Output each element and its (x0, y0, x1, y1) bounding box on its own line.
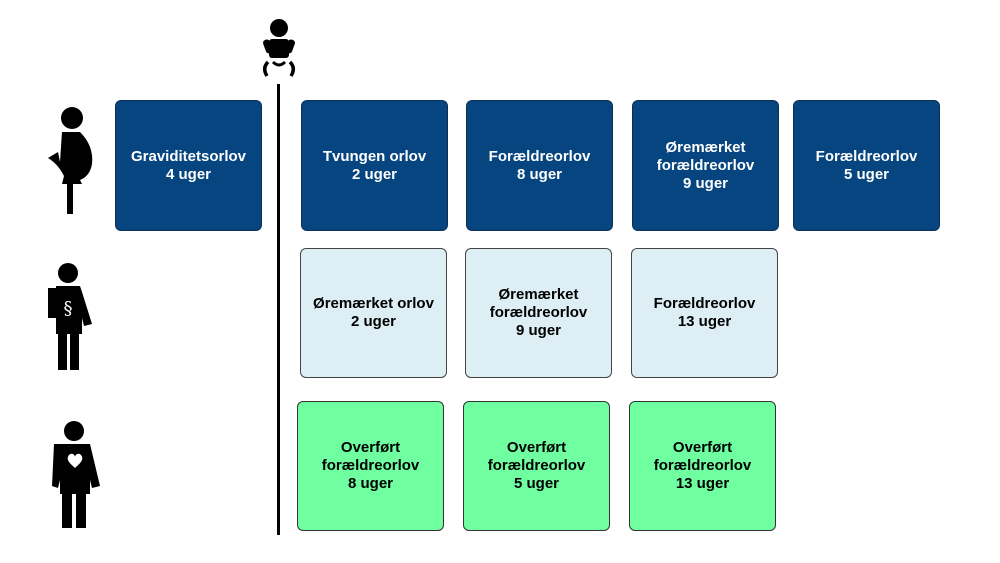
leave-box-partner-oeremaerket-orlov: Øremærket orlov 2 uger (300, 248, 447, 378)
leave-box-tvungen-orlov: Tvungen orlov 2 uger (301, 100, 448, 231)
box-label: Overført (340, 439, 401, 456)
box-label: Overført (506, 439, 567, 456)
box-duration: 2 uger (350, 313, 396, 330)
box-duration: 2 uger (351, 165, 397, 183)
baby-icon (259, 18, 299, 80)
box-duration: 13 uger (675, 475, 730, 492)
box-duration: 13 uger (677, 313, 732, 330)
pregnant-woman-icon (44, 106, 96, 216)
box-duration: 8 uger (516, 165, 562, 183)
leave-box-mother-foraeldreorlov-8: Forældreorlov 8 uger (466, 100, 613, 231)
box-label: Øremærket orlov (313, 295, 434, 312)
box-label: Forældreorlov (653, 295, 756, 312)
box-duration: 4 uger (165, 165, 211, 183)
box-label-2: forældreorlov (656, 156, 755, 174)
box-label: Forældreorlov (488, 147, 591, 165)
leave-box-partner-oeremaerket-foraeldreorlov: Øremærket forældreorlov 9 uger (465, 248, 612, 378)
box-duration: 5 uger (513, 475, 559, 492)
box-label-2: forældreorlov (321, 457, 420, 474)
svg-text:§: § (64, 298, 73, 319)
leave-box-transferred-5: Overført forældreorlov 5 uger (463, 401, 610, 531)
leave-box-mother-foraeldreorlov-5: Forældreorlov 5 uger (793, 100, 940, 231)
box-duration: 8 uger (347, 475, 393, 492)
box-label: Overført (672, 439, 733, 456)
box-label: Øremærket (498, 286, 579, 303)
box-duration: 5 uger (843, 165, 889, 183)
leave-box-transferred-13: Overført forældreorlov 13 uger (629, 401, 776, 531)
box-label: Øremærket (665, 138, 746, 156)
box-label-2: forældreorlov (653, 457, 752, 474)
box-label: Graviditetsorlov (130, 147, 247, 165)
box-label: Tvungen orlov (322, 147, 427, 165)
leave-box-mother-oeremaerket: Øremærket forældreorlov 9 uger (632, 100, 779, 231)
leave-box-partner-foraeldreorlov: Forældreorlov 13 uger (631, 248, 778, 378)
partner-with-paragraph-icon: § (46, 262, 94, 372)
box-duration: 9 uger (515, 322, 561, 339)
birth-timeline-line (277, 84, 280, 535)
box-label-2: forældreorlov (489, 304, 588, 321)
parent-with-heart-icon (50, 420, 102, 530)
box-duration: 9 uger (682, 174, 728, 192)
leave-box-graviditetsorlov: Graviditetsorlov 4 uger (115, 100, 262, 231)
leave-box-transferred-8: Overført forældreorlov 8 uger (297, 401, 444, 531)
box-label: Forældreorlov (815, 147, 918, 165)
box-label-2: forældreorlov (487, 457, 586, 474)
